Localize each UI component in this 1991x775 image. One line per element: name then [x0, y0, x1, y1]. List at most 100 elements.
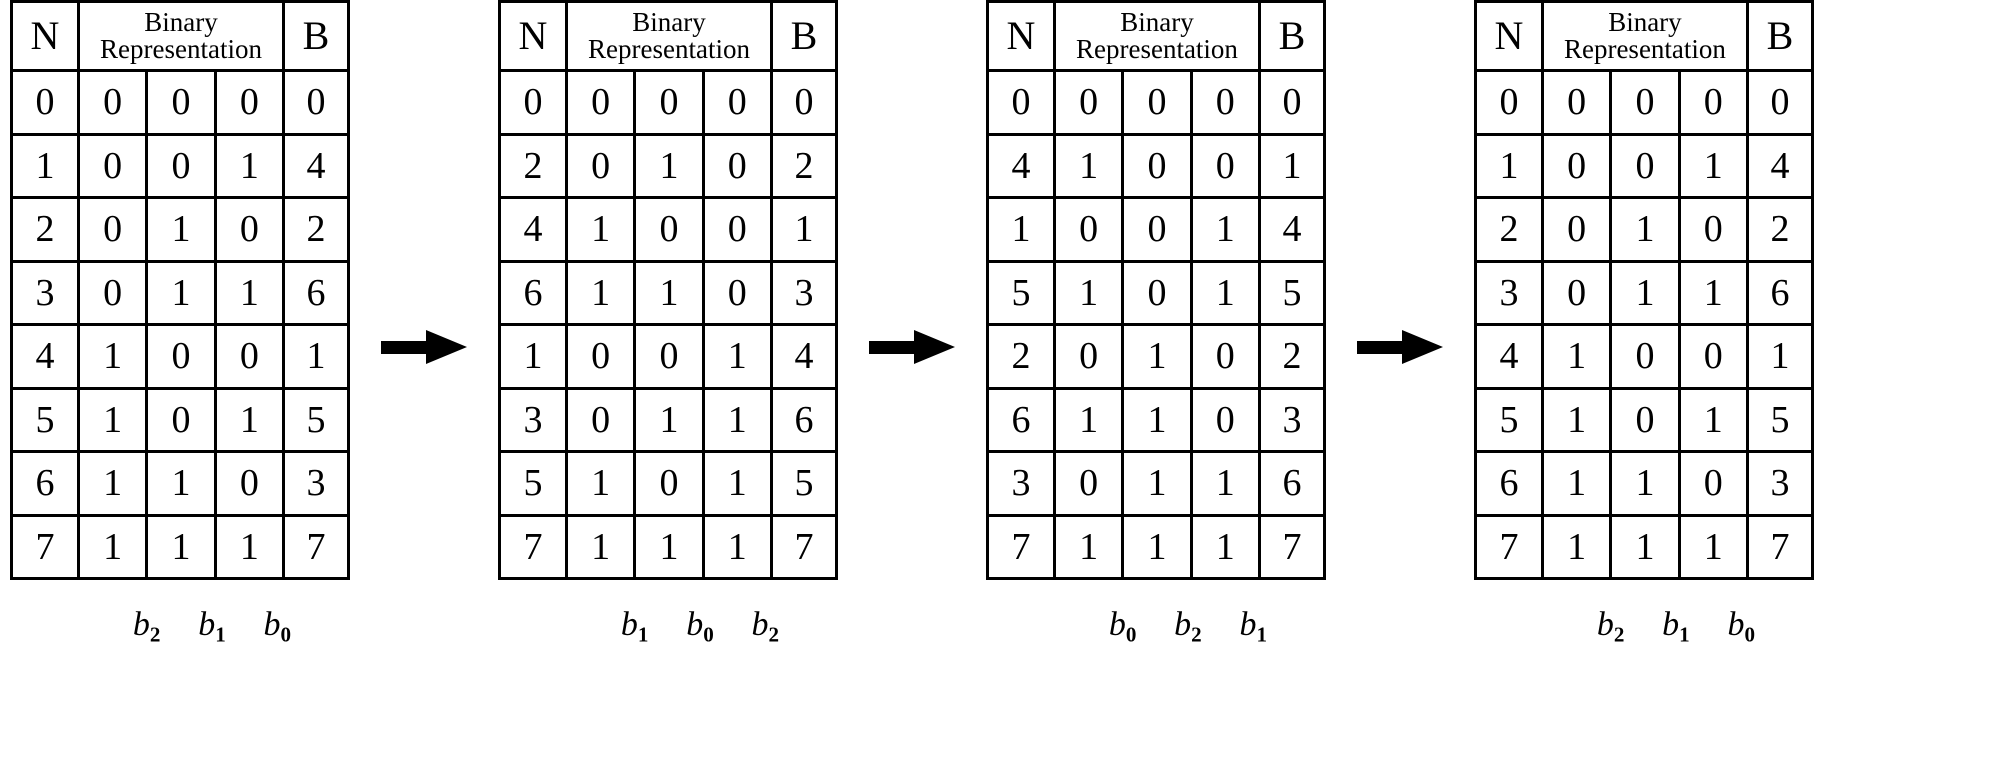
cell-b: 5: [1745, 386, 1814, 453]
cell-bit-0: 0: [564, 323, 637, 390]
cell-bit-2: 1: [1677, 386, 1749, 453]
cell-bit-2: 1: [701, 513, 773, 580]
cell-bit-1: 0: [1121, 69, 1193, 136]
cell-n: 1: [1473, 132, 1544, 199]
right-arrow-icon: [380, 330, 467, 364]
cell-n: 7: [985, 513, 1056, 580]
cell-bit-2: 1: [701, 323, 773, 390]
cell-bit-0: 0: [76, 196, 149, 263]
bit-label-2: b2: [733, 606, 798, 647]
cell-b: 2: [769, 132, 838, 199]
bit-label-2: b0: [245, 606, 310, 647]
cell-n: 2: [10, 196, 80, 263]
arrow-shaft: [380, 341, 431, 354]
arrow-head: [913, 330, 955, 364]
cell-b: 5: [769, 450, 838, 517]
cell-bit-1: 0: [1121, 259, 1193, 326]
cell-bit-1: 0: [1609, 323, 1681, 390]
bit-label-subscript: 2: [1613, 622, 1625, 647]
cell-b: 2: [1257, 323, 1326, 390]
right-arrow-icon: [1356, 330, 1443, 364]
bit-label-base: b: [132, 606, 150, 643]
cell-bit-0: 1: [1540, 513, 1613, 580]
column-header-n: N: [985, 0, 1056, 72]
binary-header-line-2: Representation: [100, 34, 262, 64]
cell-b: 0: [1257, 69, 1326, 136]
bit-label-subscript: 0: [1125, 622, 1137, 647]
cell-n: 4: [10, 323, 80, 390]
cell-b: 6: [281, 259, 350, 326]
cell-bit-2: 0: [1677, 196, 1749, 263]
arrow-connector-3: [1326, 0, 1474, 694]
bit-label-base: b: [620, 606, 638, 643]
bit-label-base: b: [1239, 606, 1257, 643]
cell-bit-1: 0: [633, 450, 705, 517]
cell-bit-1: 1: [633, 259, 705, 326]
binary-header-line-2: Representation: [588, 34, 750, 64]
bit-label-2: b0: [1709, 606, 1774, 647]
cell-bit-2: 1: [1189, 259, 1261, 326]
cell-bit-1: 0: [633, 196, 705, 263]
column-header-n: N: [1473, 0, 1544, 72]
cell-bit-0: 1: [76, 386, 149, 453]
cell-bit-1: 1: [633, 132, 705, 199]
bit-label-1: b1: [179, 606, 244, 647]
bit-label-base: b: [686, 606, 704, 643]
cell-bit-0: 1: [564, 513, 637, 580]
cell-n: 4: [985, 132, 1056, 199]
cell-bit-0: 0: [1052, 323, 1125, 390]
cell-n: 4: [1473, 323, 1544, 390]
cell-n: 4: [497, 196, 568, 263]
cell-bit-1: 1: [1609, 259, 1681, 326]
cell-bit-0: 0: [1540, 69, 1613, 136]
bit-label-base: b: [1174, 606, 1192, 643]
cell-bit-0: 0: [564, 69, 637, 136]
cell-bit-2: 0: [213, 323, 285, 390]
cell-n: 6: [1473, 450, 1544, 517]
cell-bit-2: 0: [1677, 69, 1749, 136]
arrow-shaft: [868, 341, 919, 354]
bit-label-base: b: [1108, 606, 1126, 643]
cell-bit-0: 0: [76, 259, 149, 326]
cell-bit-1: 1: [1121, 450, 1193, 517]
cell-n: 2: [1473, 196, 1544, 263]
cell-b: 6: [1257, 450, 1326, 517]
cell-b: 7: [1257, 513, 1326, 580]
cell-b: 0: [769, 69, 838, 136]
cell-bit-0: 0: [564, 386, 637, 453]
cell-bit-0: 0: [1540, 132, 1613, 199]
cell-bit-2: 1: [213, 259, 285, 326]
cell-bit-0: 0: [1052, 450, 1125, 517]
cell-bit-2: 0: [213, 69, 285, 136]
cell-b: 3: [769, 259, 838, 326]
cell-b: 5: [1257, 259, 1326, 326]
cell-bit-1: 1: [633, 386, 705, 453]
bit-label-subscript: 1: [215, 622, 226, 647]
cell-bit-0: 1: [1540, 323, 1613, 390]
cell-bit-2: 0: [1189, 323, 1261, 390]
cell-bit-0: 1: [564, 259, 637, 326]
cell-n: 6: [10, 450, 80, 517]
cell-b: 2: [1745, 196, 1814, 263]
cell-n: 1: [985, 196, 1056, 263]
cell-bit-1: 0: [145, 69, 217, 136]
cell-bit-2: 0: [1189, 69, 1261, 136]
arrow-shaft: [1356, 341, 1407, 354]
bit-label-base: b: [198, 606, 216, 643]
cell-bit-1: 0: [1121, 132, 1193, 199]
cell-b: 3: [1257, 386, 1326, 453]
cell-bit-0: 1: [76, 450, 149, 517]
